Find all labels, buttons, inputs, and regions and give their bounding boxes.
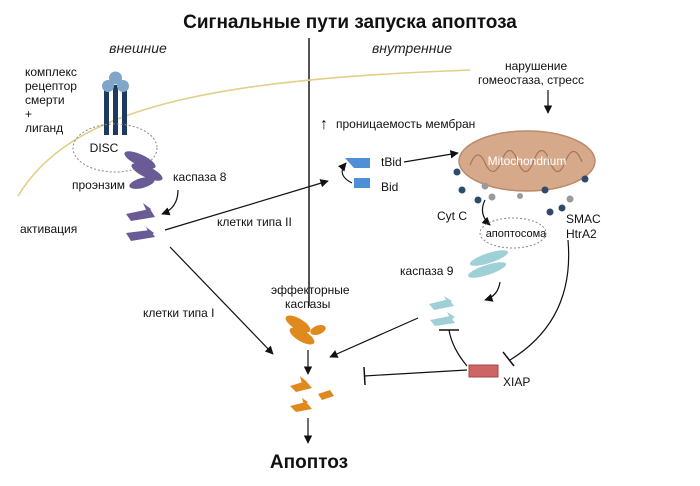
effector-procaspase-icon xyxy=(285,315,326,345)
bid-label: Bid xyxy=(381,180,398,194)
permeability-up-arrow: ↑ xyxy=(320,116,328,133)
inhibit-smac-xiap xyxy=(509,239,570,361)
apoptosis-label: Апоптоз xyxy=(270,452,348,473)
tbid-icon xyxy=(345,158,370,168)
caspase8-label: каспаза 8 xyxy=(173,170,227,184)
cytc-dots xyxy=(481,182,574,203)
arrow-caspase9-activation xyxy=(484,281,501,302)
cytc-label: Cyt C xyxy=(437,209,467,223)
arrow-type2 xyxy=(164,179,329,231)
xiap-icon xyxy=(468,364,499,378)
type2-cells-label: клетки типа II xyxy=(217,215,292,229)
receptor-complex-label: комплекс рецептор смерти + лиганд xyxy=(25,65,80,135)
permeability-label: проницаемость мембран xyxy=(336,117,475,131)
procaspase-label: проэнзим xyxy=(72,178,125,192)
inhibit-bar-effector xyxy=(363,366,366,386)
disc-outline xyxy=(72,123,158,173)
active-caspase9-icon xyxy=(429,296,455,326)
inhibit-xiap-effector xyxy=(363,369,468,377)
arrow-cytc-to-apoptosome xyxy=(481,199,491,226)
inhibit-xiap-caspase9 xyxy=(448,329,468,367)
homeostasis-label: нарушение гомеостаза, стресс xyxy=(478,59,584,87)
arrow-caspase8-activation xyxy=(161,189,179,216)
procaspase9-icon xyxy=(467,250,509,278)
mitochondrion-label: Mitochondrium xyxy=(488,154,567,168)
procaspase8-icon xyxy=(124,151,163,189)
smac-label: SMAC xyxy=(566,212,601,226)
caspase9-label: каспаза 9 xyxy=(400,264,454,278)
xiap-label: XIAP xyxy=(503,375,530,389)
effector-caspases-label: эффекторные каспазы xyxy=(271,283,353,311)
bid-icon xyxy=(354,178,370,188)
mitochondrion-icon xyxy=(458,130,596,192)
active-caspase8-icon xyxy=(126,203,155,241)
diagram-title: Сигнальные пути запуска апоптоза xyxy=(183,12,517,33)
death-receptor-icon xyxy=(102,71,129,135)
section-intrinsic: внутренние xyxy=(372,40,452,56)
htra2-label: HtrA2 xyxy=(566,227,597,241)
active-effector-icon xyxy=(290,376,334,412)
type1-cells-label: клетки типа I xyxy=(143,306,214,320)
section-extrinsic: внешние xyxy=(109,40,167,56)
disc-label: DISC xyxy=(90,141,119,155)
inhibit-bar-xiap xyxy=(502,351,515,367)
arrow-type1 xyxy=(169,246,274,355)
activation-label: активация xyxy=(20,222,77,236)
apoptosome-label: апоптосома xyxy=(486,228,547,240)
apoptosome-outline xyxy=(479,217,547,249)
arrow-tbid-to-mito xyxy=(403,150,459,163)
tbid-label: tBid xyxy=(381,155,402,169)
arrow-caspase9-to-effector xyxy=(329,317,419,358)
arrow-bid-to-tbid xyxy=(337,162,353,184)
smac-dots xyxy=(453,168,589,216)
cell-membrane xyxy=(17,69,471,197)
